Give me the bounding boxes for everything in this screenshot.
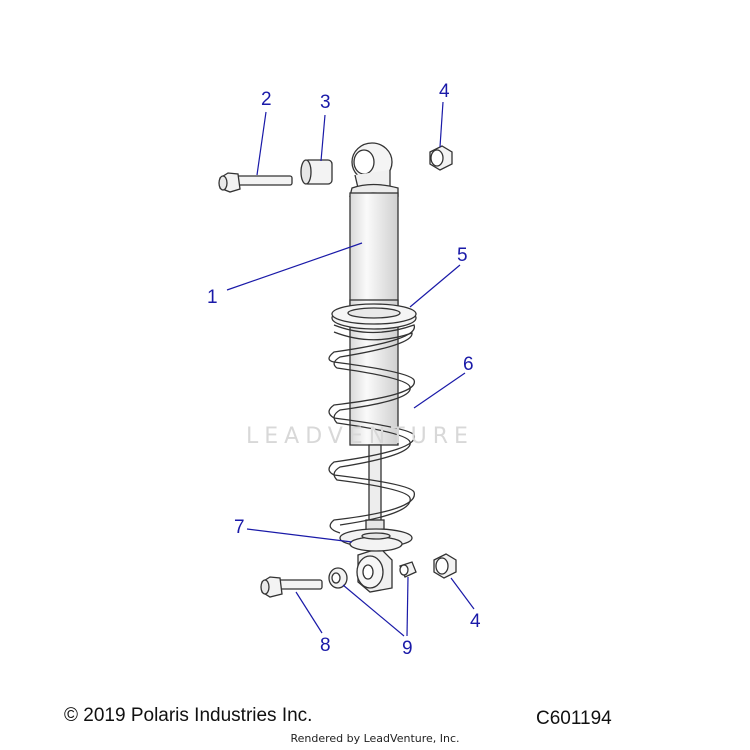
callout-5: 5 bbox=[457, 245, 468, 266]
rendered-by-text: Rendered by LeadVenture, Inc. bbox=[290, 732, 460, 745]
callout-2: 2 bbox=[261, 89, 272, 110]
upper-bolt bbox=[218, 172, 293, 193]
bushing bbox=[300, 159, 333, 185]
coil-spring bbox=[328, 324, 415, 534]
callout-4-bottom: 4 bbox=[470, 611, 481, 632]
callout-1: 1 bbox=[207, 287, 218, 308]
spacer-left bbox=[328, 567, 348, 589]
spacer-right bbox=[399, 561, 417, 578]
lower-nut bbox=[433, 553, 457, 579]
lower-bolt bbox=[260, 576, 323, 598]
callout-8: 8 bbox=[320, 635, 331, 656]
diagram-code: C601194 bbox=[536, 708, 612, 729]
callout-7: 7 bbox=[234, 517, 245, 538]
watermark: LEADVENTURE bbox=[246, 424, 474, 449]
upper-nut bbox=[429, 145, 453, 171]
callout-9: 9 bbox=[402, 638, 413, 659]
callout-3: 3 bbox=[320, 92, 331, 113]
spring-retainer-upper bbox=[331, 303, 417, 330]
copyright-text: © 2019 Polaris Industries Inc. bbox=[64, 705, 313, 726]
callout-6: 6 bbox=[463, 354, 474, 375]
leader-lines bbox=[226, 101, 475, 637]
spring-retainer-lower bbox=[339, 528, 413, 552]
callout-4-top: 4 bbox=[439, 81, 450, 102]
